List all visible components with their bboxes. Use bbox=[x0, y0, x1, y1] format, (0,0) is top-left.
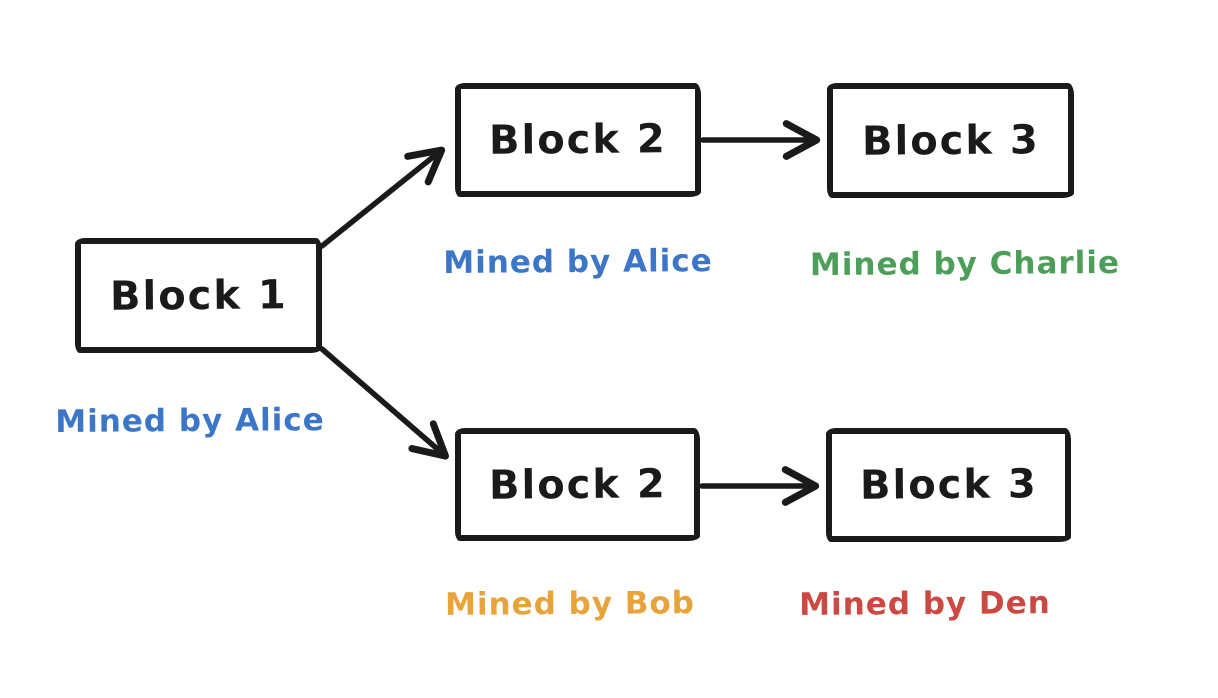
miner-annotation-block2-top: Mined by Alice bbox=[443, 243, 713, 281]
node-block1: Block 1 bbox=[75, 238, 322, 353]
miner-annotation-block3-top: Mined by Charlie bbox=[809, 244, 1121, 284]
miner-annotation-block2-bottom: Mined by Bob bbox=[444, 585, 696, 623]
miner-annotation-block1: Mined by Alice bbox=[55, 402, 325, 440]
node-block2-top-label: Block 2 bbox=[488, 116, 668, 164]
miner-annotation-block3-bottom: Mined by Den bbox=[799, 585, 1051, 623]
node-block3-bottom-label: Block 3 bbox=[859, 461, 1038, 509]
node-block3-top-label: Block 3 bbox=[861, 116, 1040, 165]
node-block3-bottom: Block 3 bbox=[826, 428, 1071, 542]
node-block1-label: Block 1 bbox=[109, 271, 288, 320]
node-block3-top: Block 3 bbox=[827, 83, 1074, 198]
node-block2-bottom: Block 2 bbox=[455, 428, 700, 541]
node-block2-top: Block 2 bbox=[455, 83, 701, 197]
arrow-block1-to-block2-top bbox=[319, 146, 446, 249]
node-block2-bottom-label: Block 2 bbox=[488, 460, 667, 509]
